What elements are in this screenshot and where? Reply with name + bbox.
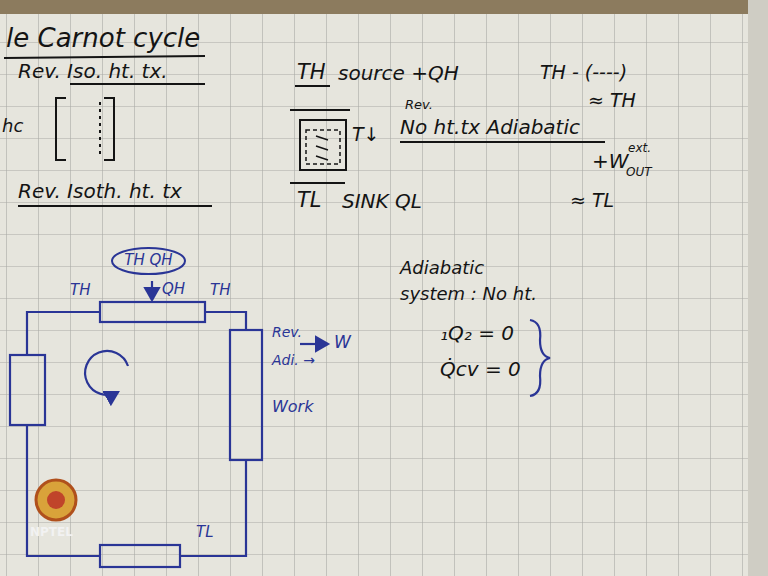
process-label: Rev. Isoth. ht. tx <box>18 180 182 203</box>
ellipse-outline <box>112 248 185 274</box>
process-label: No ht.tx Adiabatic <box>400 116 580 139</box>
work-label: +W <box>592 150 629 173</box>
nptel-logo <box>36 480 76 520</box>
temperature-label: TH <box>297 60 326 84</box>
subscript-note: OUT <box>626 166 652 180</box>
underline <box>4 56 205 58</box>
temperature-label: TH <box>210 282 230 299</box>
equation: ₁Q₂ = 0 <box>440 322 514 345</box>
source-label: source +QH <box>338 62 459 85</box>
page-edge <box>748 0 768 576</box>
circled-note: TH QH <box>110 246 187 276</box>
cycle-wiring <box>10 281 550 567</box>
node-label: TH QH <box>124 252 172 269</box>
small-note: Rev. <box>405 98 433 113</box>
temperature-label: TH <box>70 282 90 299</box>
cylinder-symbol <box>290 110 350 183</box>
side-note: hc <box>2 116 23 137</box>
process-label: Rev. Iso. ht. tx. <box>18 60 168 83</box>
temperature-label: TL <box>297 188 322 212</box>
process-label: Adi. → <box>272 352 315 368</box>
temperature-label: T↓ <box>352 124 380 146</box>
heat-label: QH <box>162 281 185 298</box>
sink-label: SINK QL <box>342 190 422 213</box>
equation: Q̇cv = 0 <box>440 358 521 381</box>
temperature-note: ≈ TH <box>588 90 636 112</box>
heading: le Carnot cycle <box>6 24 200 54</box>
node-text-group: TH QH <box>124 252 172 269</box>
temperature-note: TH - (----) <box>540 62 627 84</box>
work-label: Work <box>272 398 313 416</box>
note-text: system : No ht. <box>400 284 537 305</box>
subscript-note: ext. <box>628 142 651 156</box>
process-label: Rev. <box>272 324 302 340</box>
note-text: Adiabatic <box>400 258 484 279</box>
temperature-label: TL <box>196 524 214 541</box>
bracket-system <box>56 98 114 160</box>
underline <box>18 84 605 206</box>
logo-text: NPTEL <box>30 526 73 540</box>
temperature-note: ≈ TL <box>570 190 614 212</box>
page-edge <box>0 0 768 14</box>
work-label: W <box>334 333 351 353</box>
